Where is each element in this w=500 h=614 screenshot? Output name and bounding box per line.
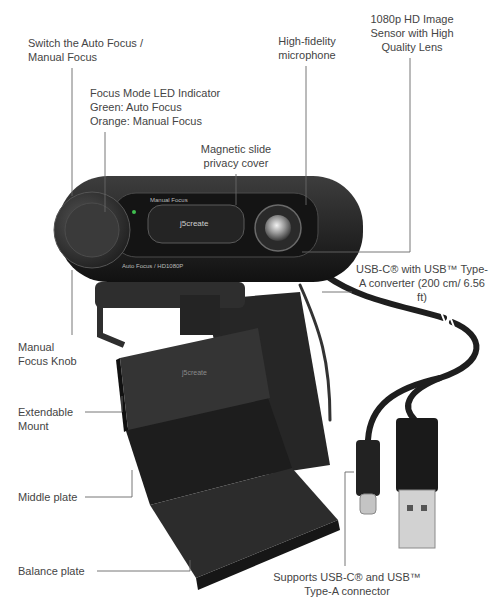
leader-lines [72, 58, 410, 571]
callout-label: Focus Mode LED Indicator [90, 86, 220, 100]
usb-cable [300, 275, 476, 440]
callout-label: Green: Auto Focus [90, 100, 182, 114]
stand [95, 282, 340, 590]
callout-label: Supports USB-C® and USB™ Type-A connecto… [272, 570, 422, 598]
callout-label: Balance plate [18, 564, 85, 578]
callout-label: Switch the Auto Focus / Manual Focus [28, 36, 153, 64]
usb-c-plug [356, 440, 380, 514]
printed-logo: j5create [182, 368, 207, 377]
callout-label: Middle plate [18, 490, 77, 504]
callout-label: 1080p HD Image Sensor with High Quality … [362, 12, 462, 54]
callout-label: High-fidelity microphone [268, 34, 346, 62]
callout-label: Orange: Manual Focus [90, 114, 202, 128]
camera-body [54, 176, 363, 282]
printed-text: Auto Focus / HD1080P [122, 262, 183, 270]
printed-logo: j5create [180, 219, 208, 229]
callout-label: Magnetic slide privacy cover [193, 142, 279, 170]
callout-label: Extendable Mount [18, 405, 84, 433]
cable-break [441, 312, 454, 327]
callout-label: USB-C® with USB™ Type-A converter (200 c… [356, 262, 488, 304]
callout-label: Manual Focus Knob [18, 340, 84, 368]
usb-a-plug [396, 418, 438, 548]
printed-text: Manual Focus [150, 196, 188, 204]
